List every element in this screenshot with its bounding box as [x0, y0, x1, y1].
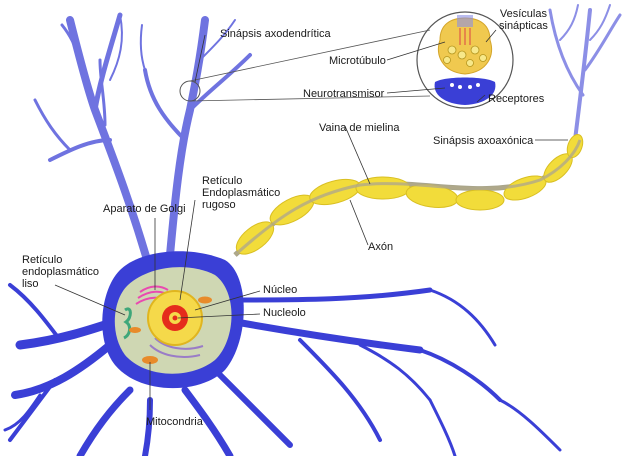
- label-receptores: Receptores: [488, 93, 544, 105]
- label-aparato-de-golgi: Aparato de Golgi: [103, 203, 186, 215]
- dendrites-upper-middle: [141, 20, 250, 255]
- myelin-sheath: [231, 132, 586, 260]
- axon-terminal-branches: [550, 5, 620, 140]
- label-microtubulo: Microtúbulo: [329, 55, 386, 67]
- dendrites-upper-left: [35, 15, 150, 270]
- label-sinapsis-axoaxonica: Sinápsis axoaxónica: [433, 135, 533, 147]
- label-axon: Axón: [368, 241, 393, 253]
- label-neurotransmisor: Neurotransmisor: [303, 88, 384, 100]
- label-mitocondria: Mitocondria: [146, 416, 203, 428]
- label-sinapsis-axodendritica: Sinápsis axodendrítica: [220, 28, 331, 40]
- label-vesiculas-sinapticas: Vesículas sinápticas: [499, 8, 548, 32]
- label-vaina-de-mielina: Vaina de mielina: [319, 122, 400, 134]
- label-reticulo-rugoso: Retículo Endoplasmático rugoso: [202, 175, 280, 211]
- nucleus: [148, 291, 202, 345]
- label-nucleo: Núcleo: [263, 284, 297, 296]
- label-nucleolo: Nucleolo: [263, 307, 306, 319]
- label-reticulo-liso: Retículo endoplasmático liso: [22, 254, 99, 290]
